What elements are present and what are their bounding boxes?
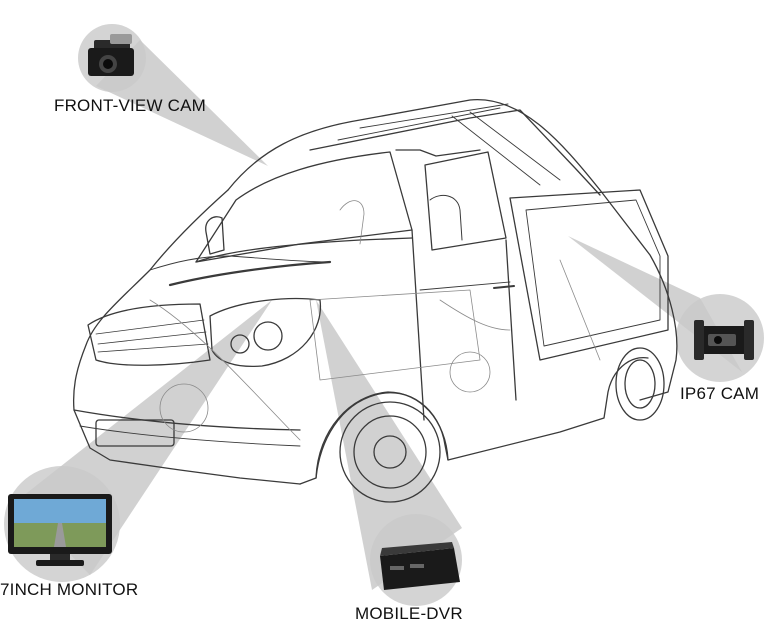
dvr-label: MOBILE-DVR bbox=[355, 604, 463, 623]
camera-icon bbox=[694, 320, 754, 360]
beam-ip67-cam bbox=[568, 236, 764, 382]
van-illustration bbox=[72, 99, 678, 503]
front-cam-label: FRONT-VIEW CAM bbox=[54, 96, 207, 115]
dvr-icon bbox=[380, 542, 460, 590]
ip67-cam-label: IP67 CAM bbox=[680, 384, 760, 403]
monitor-icon bbox=[8, 494, 112, 566]
monitor-label: 7INCH MONITOR bbox=[0, 580, 139, 599]
camera-icon bbox=[88, 34, 134, 76]
